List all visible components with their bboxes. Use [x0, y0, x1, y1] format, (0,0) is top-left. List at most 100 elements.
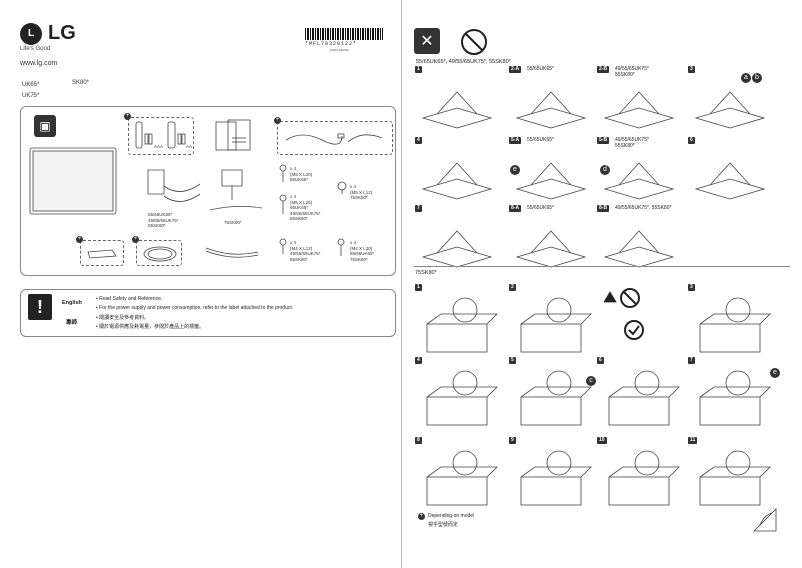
label-circle-d: d — [600, 165, 610, 175]
optional-icon-4: + — [132, 236, 139, 243]
step-badge-1: 1 — [415, 66, 422, 73]
step-badge-2-a: 2-A — [509, 66, 522, 73]
step-label-5-a: 55/65UK65* — [527, 137, 554, 143]
step-badge-7: 7 — [415, 205, 422, 212]
screw-d-spec: (M4 X L12) — [290, 245, 313, 251]
step-label-8-b: 49/55/65UK75*, 55SK80* — [615, 205, 672, 211]
tagline: Life's Good — [20, 46, 51, 52]
model-uk75: UK75* — [22, 93, 40, 99]
screw-a-qty: x 4 — [290, 166, 297, 171]
model-sk80: SK80* — [72, 80, 90, 86]
tv-illustration — [29, 147, 117, 215]
page-turn-icon — [753, 508, 777, 532]
cable-coil-illustration — [143, 246, 177, 262]
screw-e-spec: (M4 X L20) — [350, 245, 373, 251]
step-label-2-b: 49/55/65UK75* 55SK80* — [615, 66, 649, 78]
footnote-zh: 視乎型號而定 — [428, 522, 459, 528]
prohibition-illustration — [604, 288, 644, 340]
screw-a-models: 55UK65* — [290, 177, 309, 182]
safety-line-4: • 關於電源供應及耗電量，參閱於產品上的標籤。 — [96, 324, 205, 330]
step-badge-5-b: 5-B — [597, 137, 610, 144]
model-uk65: UK65* — [22, 82, 40, 88]
lg-logo: L LG — [20, 22, 76, 45]
left-page: L LG Life's Good www.lg.com UK65* UK75* … — [20, 22, 396, 337]
step2-badge-3: 3 — [688, 284, 695, 291]
screw-e-info: x 4 (M4 X L20) 55/65UK65* 75SK80* — [350, 240, 374, 262]
step2-badge-2: 2 — [509, 284, 516, 291]
step-illustration-1 — [421, 91, 493, 129]
step-badge-3: 3 — [688, 66, 695, 73]
battery-label-aaa: AAA — [154, 144, 164, 149]
section-header-2: 75SK80* — [415, 270, 437, 276]
right-page: ✕ 55/65UK65*, 49/55/65UK75*, 55SK80* — [401, 0, 802, 568]
footnote-en: Depending on model — [428, 513, 475, 519]
screw-b-icon — [279, 194, 287, 214]
step2-illustration-5 — [520, 370, 592, 426]
step-illustration-7 — [421, 230, 493, 268]
label-circle-c: c — [586, 376, 596, 386]
logo-text: LG — [48, 22, 76, 44]
screw-d-qty: x 4 — [290, 240, 297, 245]
optional-icon-3: + — [76, 236, 83, 243]
step2-badge-7: 7 — [688, 357, 695, 364]
step-illustration-5-b — [603, 162, 675, 200]
optional-icon-2: + — [274, 117, 281, 124]
step2-illustration-10 — [608, 450, 680, 506]
step2-badge-11: 11 — [688, 437, 698, 444]
lg-logo-icon: L — [20, 22, 42, 45]
stand-label-2: 75SK80* — [224, 220, 242, 225]
remote-box — [128, 117, 194, 155]
label-circle-e-1: e — [510, 165, 520, 175]
step2-badge-5: 5 — [509, 357, 516, 364]
step-illustration-5-a — [515, 162, 587, 200]
screw-c-qty: x 4 — [350, 184, 357, 189]
tools-icon: ✕ — [414, 28, 440, 54]
accessory-illustration-1 — [87, 249, 117, 259]
barcode — [305, 28, 383, 40]
optional-box-2 — [136, 240, 182, 266]
step-illustration-2-a — [515, 91, 587, 129]
step-badge-8-b: 8-B — [597, 205, 610, 212]
step2-badge-10: 10 — [597, 437, 607, 444]
manual-illustration — [215, 119, 251, 151]
screw-b-spec: (M5 X L25) — [290, 199, 313, 205]
stand-bar-illustration — [205, 247, 259, 258]
step-illustration-8-a — [515, 230, 587, 268]
safety-line-1: • Read Safety and Reference. — [96, 296, 163, 302]
screw-b-info: x 4 (M5 X L25) 65UK65* 49/55/65UK75* 55S… — [290, 194, 321, 222]
screw-e-icon — [337, 238, 345, 256]
section-header-1: 55/65UK65*, 49/55/65UK75*, 55SK80* — [416, 59, 511, 65]
safety-line-3: • 閱讀安全及參考資料。 — [96, 315, 150, 321]
no-tool-icon — [461, 29, 487, 55]
screw-a-icon — [279, 164, 287, 182]
step2-illustration-8 — [426, 450, 498, 506]
step2-illustration-3 — [699, 297, 771, 353]
optional-icon: + — [124, 113, 131, 120]
step2-illustration-11 — [699, 450, 771, 506]
step2-illustration-6 — [608, 370, 680, 426]
step-badge-4: 4 — [415, 137, 422, 144]
remote-battery-illustration — [135, 121, 186, 149]
label-circle-e-2: e — [770, 368, 780, 378]
step-badge-8-a: 8-A — [509, 205, 522, 212]
cable-box — [277, 121, 393, 155]
warning-icon: ! — [28, 294, 52, 320]
battery-label-aa: AA — [186, 144, 193, 149]
step2-badge-1: 1 — [415, 284, 422, 291]
stand-illustration-1 — [147, 169, 201, 202]
step2-badge-9: 9 — [509, 437, 516, 444]
step2-badge-8: 8 — [415, 437, 422, 444]
box-icon: ▣ — [34, 115, 56, 137]
screw-c-info: x 4 (M5 X L12) 75SK80* — [350, 184, 372, 201]
screw-a-spec: (M5 X L20) — [290, 171, 313, 177]
lang-english: English — [62, 300, 82, 306]
safety-panel — [20, 289, 396, 337]
stand-label-1: 55/65UK65* 49/55/65UK75* 55SK80* — [148, 212, 179, 228]
label-circle-a: a — [741, 73, 751, 83]
step-illustration-8-b — [603, 230, 675, 268]
safety-line-2: • For the power supply and power consump… — [96, 305, 294, 311]
website-url: www.lg.com — [20, 60, 58, 67]
step2-badge-4: 4 — [415, 357, 422, 364]
step-label-2-a: 55/65UK65* — [527, 66, 554, 72]
step2-illustration-2 — [520, 297, 592, 353]
